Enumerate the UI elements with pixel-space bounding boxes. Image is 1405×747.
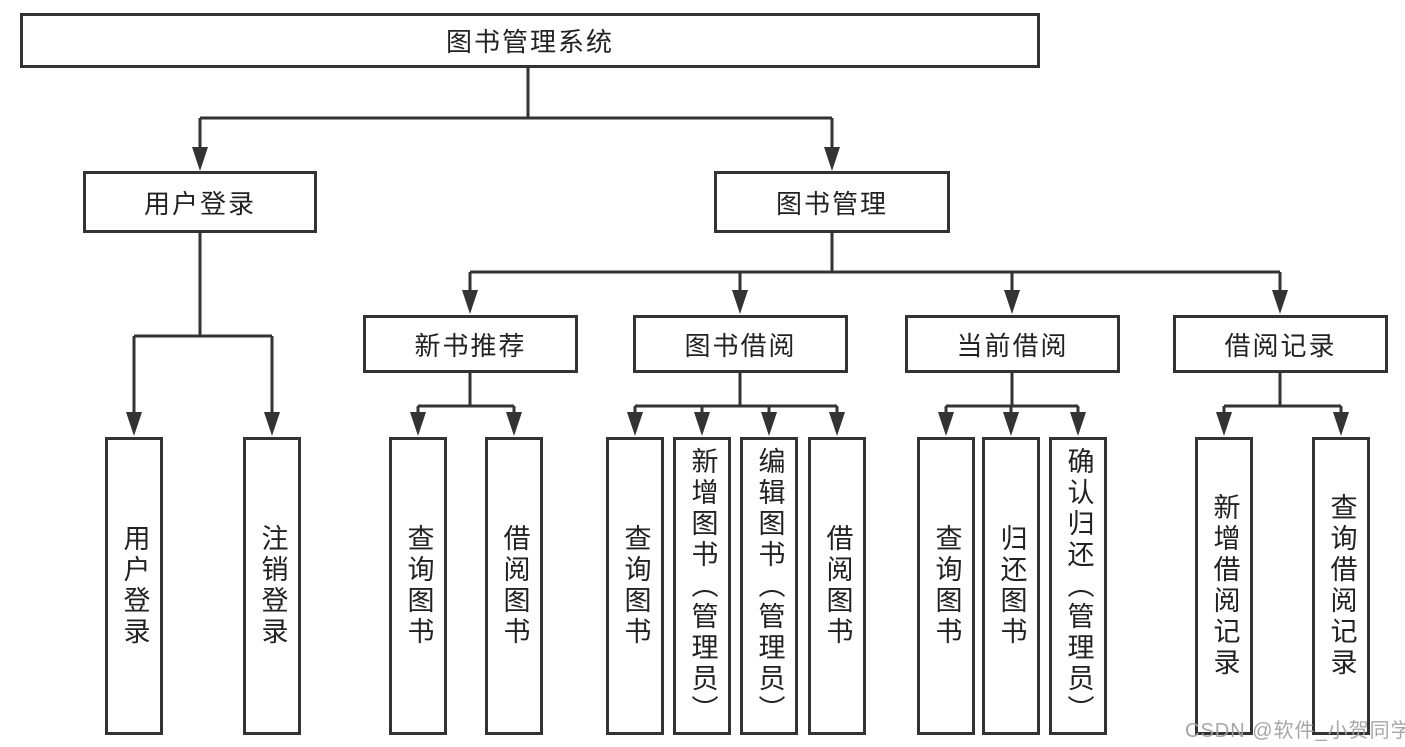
leaf-query-borrow-record-label: 查询借阅记录 — [1326, 493, 1357, 679]
leaf-return-books: 归还图书 — [982, 437, 1040, 735]
node-book-management: 图书管理 — [714, 171, 950, 233]
node-user-login: 用户登录 — [83, 171, 317, 233]
node-current-borrow: 当前借阅 — [905, 315, 1120, 373]
leaf-query-borrow-record: 查询借阅记录 — [1312, 437, 1370, 735]
leaf-confirm-return-admin-label: 确认归还（管理员） — [1063, 446, 1094, 726]
node-root: 图书管理系统 — [20, 13, 1040, 68]
leaf-confirm-return-admin: 确认归还（管理员） — [1049, 437, 1107, 735]
leaf-user-login: 用户登录 — [105, 437, 163, 735]
leaf-logout: 注销登录 — [243, 437, 301, 735]
node-borrow-record-label: 借阅记录 — [1224, 330, 1337, 361]
leaf-query-books-borrow-label: 查询图书 — [620, 524, 651, 648]
leaf-add-books-admin: 新增图书（管理员） — [673, 437, 731, 735]
node-current-borrow-label: 当前借阅 — [956, 330, 1069, 361]
node-book-borrow-label: 图书借阅 — [684, 330, 797, 361]
leaf-borrow-books-recommend-label: 借阅图书 — [499, 524, 530, 648]
leaf-query-books-recommend: 查询图书 — [389, 437, 447, 735]
leaf-user-login-label: 用户登录 — [119, 524, 150, 648]
leaf-query-books-current: 查询图书 — [917, 437, 975, 735]
leaf-edit-books-admin-label: 编辑图书（管理员） — [754, 446, 785, 726]
leaf-add-books-admin-label: 新增图书（管理员） — [687, 446, 718, 726]
node-book-borrow: 图书借阅 — [633, 315, 848, 373]
leaf-query-books-current-label: 查询图书 — [931, 524, 962, 648]
leaf-borrow-books-recommend: 借阅图书 — [485, 437, 543, 735]
leaf-add-borrow-record-label: 新增借阅记录 — [1209, 493, 1240, 679]
node-root-label: 图书管理系统 — [445, 27, 614, 57]
leaf-logout-label: 注销登录 — [257, 524, 288, 648]
node-new-book-recommend: 新书推荐 — [363, 315, 578, 373]
leaf-return-books-label: 归还图书 — [996, 524, 1027, 648]
leaf-borrow-books: 借阅图书 — [808, 437, 866, 735]
arrowhead-icons — [126, 147, 1349, 436]
leaf-add-borrow-record: 新增借阅记录 — [1195, 437, 1253, 735]
leaf-borrow-books-label: 借阅图书 — [822, 524, 853, 648]
node-borrow-record: 借阅记录 — [1173, 315, 1388, 373]
leaf-query-books-recommend-label: 查询图书 — [403, 524, 434, 648]
leaf-edit-books-admin: 编辑图书（管理员） — [740, 437, 798, 735]
csdn-watermark: CSDN @软件_小贺同学 — [1185, 720, 1405, 742]
node-book-management-label: 图书管理 — [775, 188, 888, 219]
node-new-book-recommend-label: 新书推荐 — [414, 330, 527, 361]
leaf-query-books-borrow: 查询图书 — [606, 437, 664, 735]
node-user-login-label: 用户登录 — [143, 188, 256, 219]
